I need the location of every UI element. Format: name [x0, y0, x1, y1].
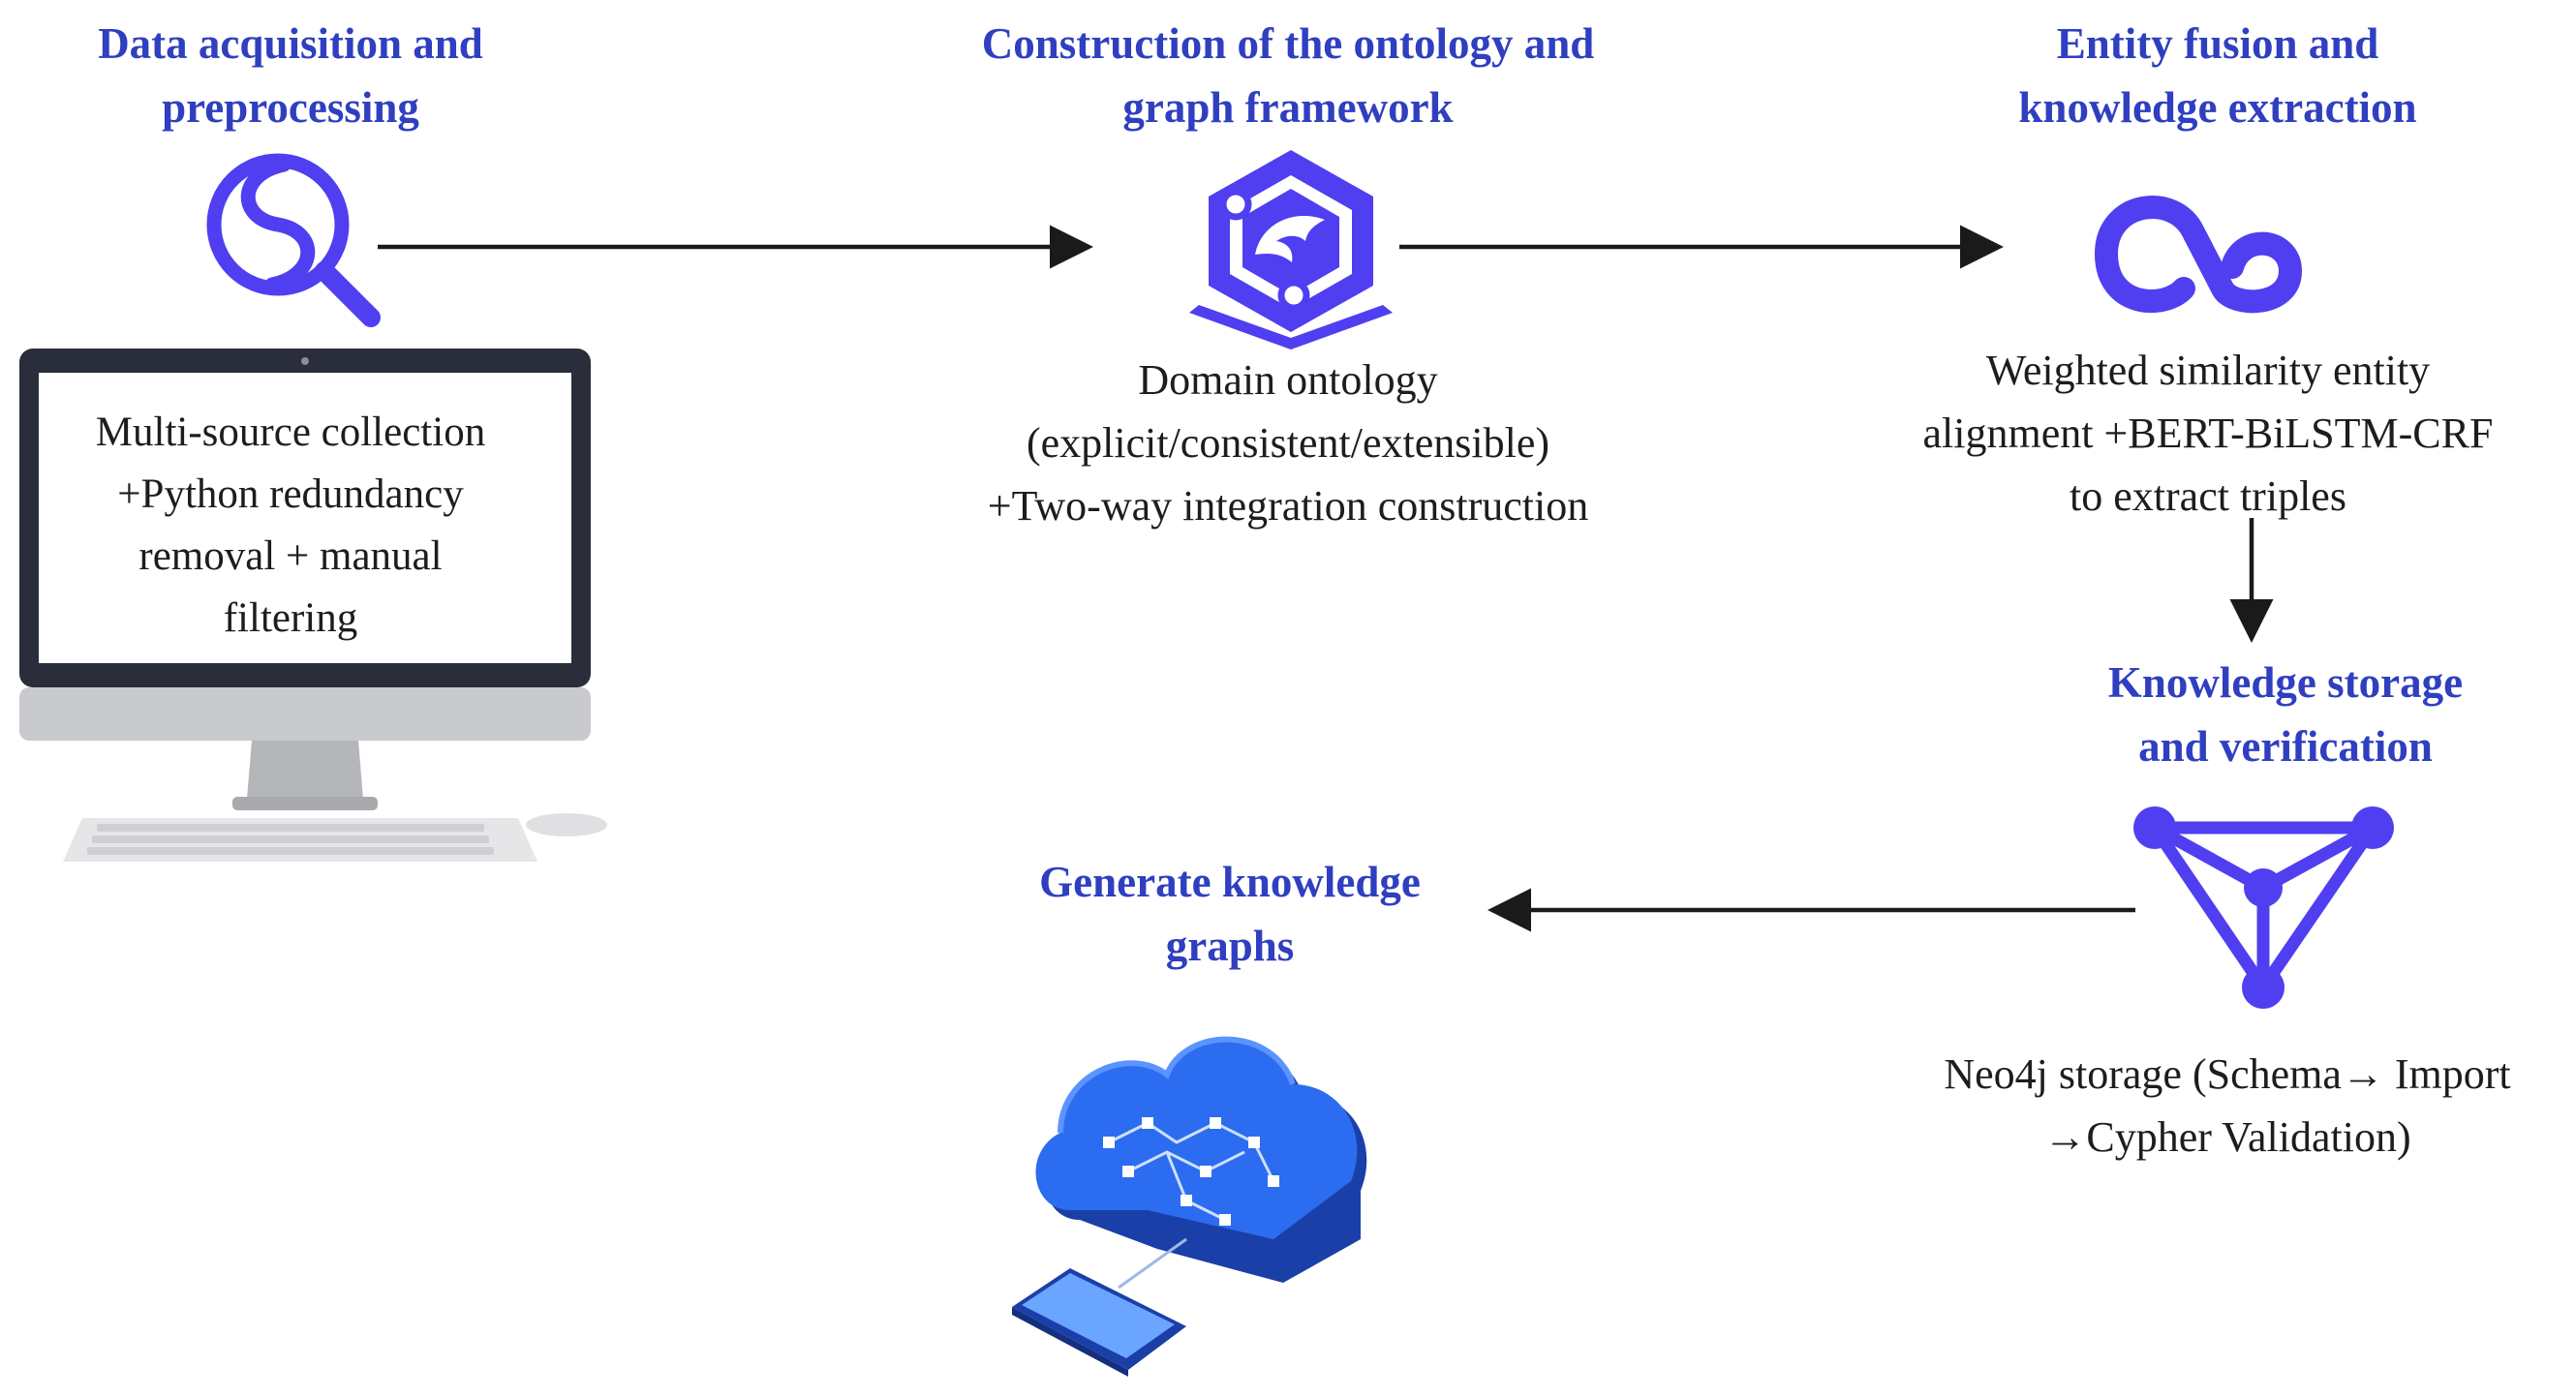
desc-storage: Neo4j storage (Schema→ Import →Cypher Va… — [1888, 1043, 2566, 1169]
search-logo-icon — [206, 153, 381, 327]
title-storage: Knowledge storage and verification — [2014, 651, 2557, 778]
graph-triangle-icon — [2133, 806, 2394, 1009]
screen-line: filtering — [223, 595, 358, 641]
title-fusion: Entity fusion and knowledge extraction — [1947, 12, 2489, 139]
desc-line: →Cypher Validation) — [2043, 1113, 2411, 1161]
screen-line: Multi-source collection — [95, 410, 486, 455]
title-generate: Generate knowledge graphs — [968, 850, 1491, 978]
screen-line: +Python redundancy — [117, 471, 464, 517]
screen-line: removal + manual — [138, 533, 443, 579]
title-line: preprocessing — [162, 83, 419, 132]
desc-line: Neo4j storage (Schema→ Import — [1944, 1050, 2511, 1098]
title-line: and verification — [2138, 722, 2433, 771]
desc-line: Domain ontology — [1138, 356, 1438, 404]
dolphin-hexagon-icon — [1189, 150, 1393, 349]
title-ontology: Construction of the ontology and graph f… — [901, 12, 1675, 139]
desc-ontology: Domain ontology (explicit/consistent/ext… — [901, 349, 1675, 537]
title-line: graph framework — [1122, 83, 1454, 132]
title-data-acquisition: Data acquisition and preprocessing — [39, 12, 542, 139]
cloud-device-icon — [1012, 1036, 1367, 1377]
title-line: Data acquisition and — [98, 19, 483, 68]
infinity-link-icon — [2094, 196, 2303, 314]
desc-fusion: Weighted similarity entity alignment +BE… — [1840, 339, 2576, 528]
desc-line: alignment +BERT-BiLSTM-CRF — [1922, 410, 2494, 457]
title-line: knowledge extraction — [2018, 83, 2417, 132]
desc-line: Weighted similarity entity — [1985, 347, 2431, 394]
title-line: Knowledge storage — [2107, 658, 2464, 707]
monitor-screen — [39, 373, 571, 663]
computer-monitor-illustration — [19, 349, 607, 862]
title-line: Construction of the ontology and — [981, 19, 1595, 68]
desc-line: +Two-way integration construction — [987, 482, 1589, 530]
title-line: graphs — [1165, 922, 1295, 970]
screen-text-acquisition: Multi-source collection +Python redundan… — [39, 402, 542, 650]
desc-line: to extract triples — [2070, 472, 2346, 520]
desc-line: (explicit/consistent/extensible) — [1026, 419, 1550, 467]
title-line: Generate knowledge — [1039, 858, 1421, 906]
title-line: Entity fusion and — [2056, 19, 2379, 68]
